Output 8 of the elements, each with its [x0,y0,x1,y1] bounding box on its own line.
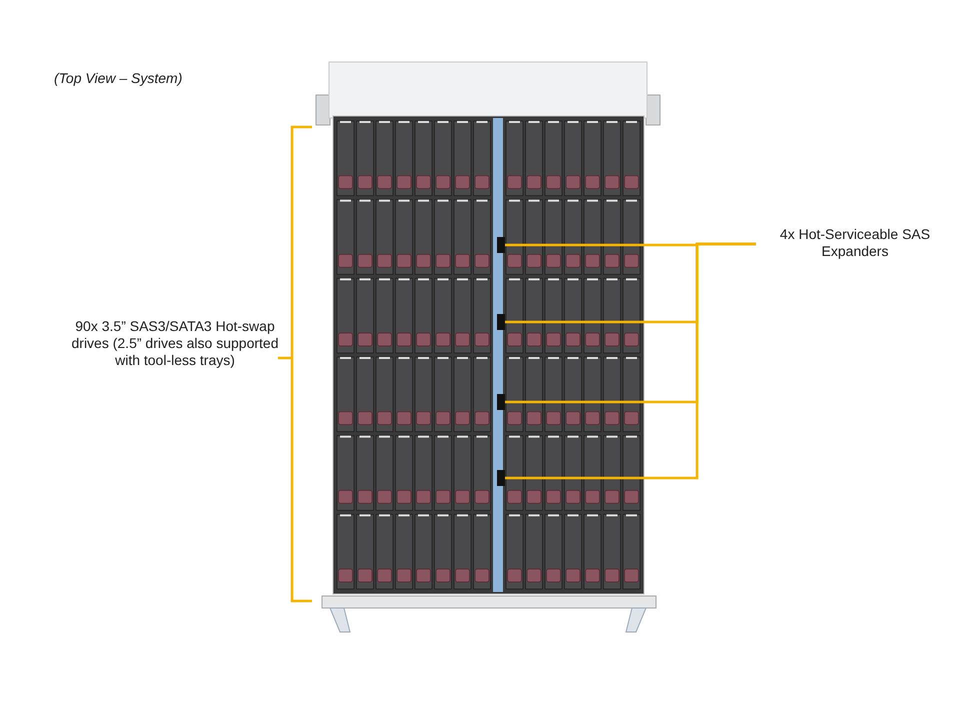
view-title: (Top View – System) [54,70,182,86]
callout-text: 4x Hot-Serviceable SAS Expanders [760,226,950,266]
expander-module [497,394,505,410]
expander-module [497,470,505,486]
callout-text: 90x 3.5” SAS3/SATA3 Hot-swap drives (2.5” drives also supported with tool-less trays) [70,318,280,398]
expander-module [497,314,505,330]
expander-module [497,237,505,253]
leader-line [505,242,756,480]
